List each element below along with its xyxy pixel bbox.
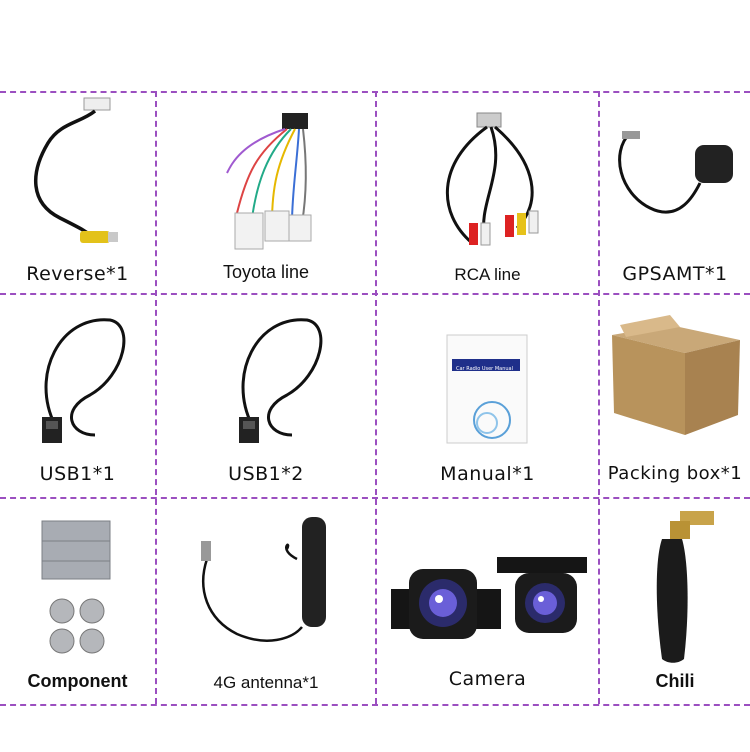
- item-component: Component: [0, 499, 155, 704]
- item-label: RCA line: [454, 265, 521, 284]
- item-label: USB1*2: [228, 463, 304, 485]
- 4g-antenna-icon: [201, 517, 326, 642]
- grid-divider: [155, 91, 157, 704]
- camera-icon: [391, 557, 587, 639]
- packing-box-icon: [612, 315, 740, 435]
- item-reverse-cable: Reverse*1: [0, 93, 155, 293]
- grid-divider: [0, 704, 750, 706]
- toyota-harness-icon: [226, 113, 312, 250]
- item-rca-line: RCA line: [377, 93, 598, 293]
- item-label: Manual*1: [440, 463, 535, 485]
- rca-cable-icon: [445, 112, 539, 246]
- item-usb1-1: USB1*1: [0, 295, 155, 497]
- usb-cable-icon: [239, 318, 323, 443]
- item-label: Packing box*1: [607, 463, 743, 484]
- grid-divider: [598, 91, 600, 704]
- item-label: 4G antenna*1: [213, 673, 319, 692]
- item-gps-antenna: GPSAMT*1: [600, 93, 750, 293]
- item-label: Camera: [448, 668, 527, 690]
- mounting-bracket-screws-icon: [41, 520, 111, 654]
- item-label: GPSAMT*1: [622, 263, 728, 285]
- item-chili-antenna: Chili: [600, 499, 750, 704]
- item-toyota-line: Toyota line: [157, 93, 375, 293]
- item-label: Reverse*1: [26, 263, 129, 285]
- grid-divider: [375, 91, 377, 704]
- wifi-antenna-icon: [656, 511, 714, 663]
- reverse-camera-cable-icon: [34, 97, 118, 243]
- manual-booklet-icon: [446, 334, 528, 444]
- manual-cover-title: Car Radio User Manual: [456, 366, 513, 372]
- item-usb1-2: USB1*2: [157, 295, 375, 497]
- item-label: Component: [27, 671, 128, 691]
- item-label: USB1*1: [39, 463, 116, 485]
- item-label: Toyota line: [222, 262, 310, 282]
- usb-cable-icon: [42, 318, 126, 443]
- item-packing-box: Packing box*1: [600, 295, 750, 497]
- item-camera: Camera: [377, 499, 598, 704]
- item-label: Chili: [655, 671, 695, 691]
- item-4g-antenna: 4G antenna*1: [157, 499, 375, 704]
- gps-antenna-icon: [618, 131, 733, 214]
- item-manual: Car Radio User Manual Manual*1: [377, 295, 598, 497]
